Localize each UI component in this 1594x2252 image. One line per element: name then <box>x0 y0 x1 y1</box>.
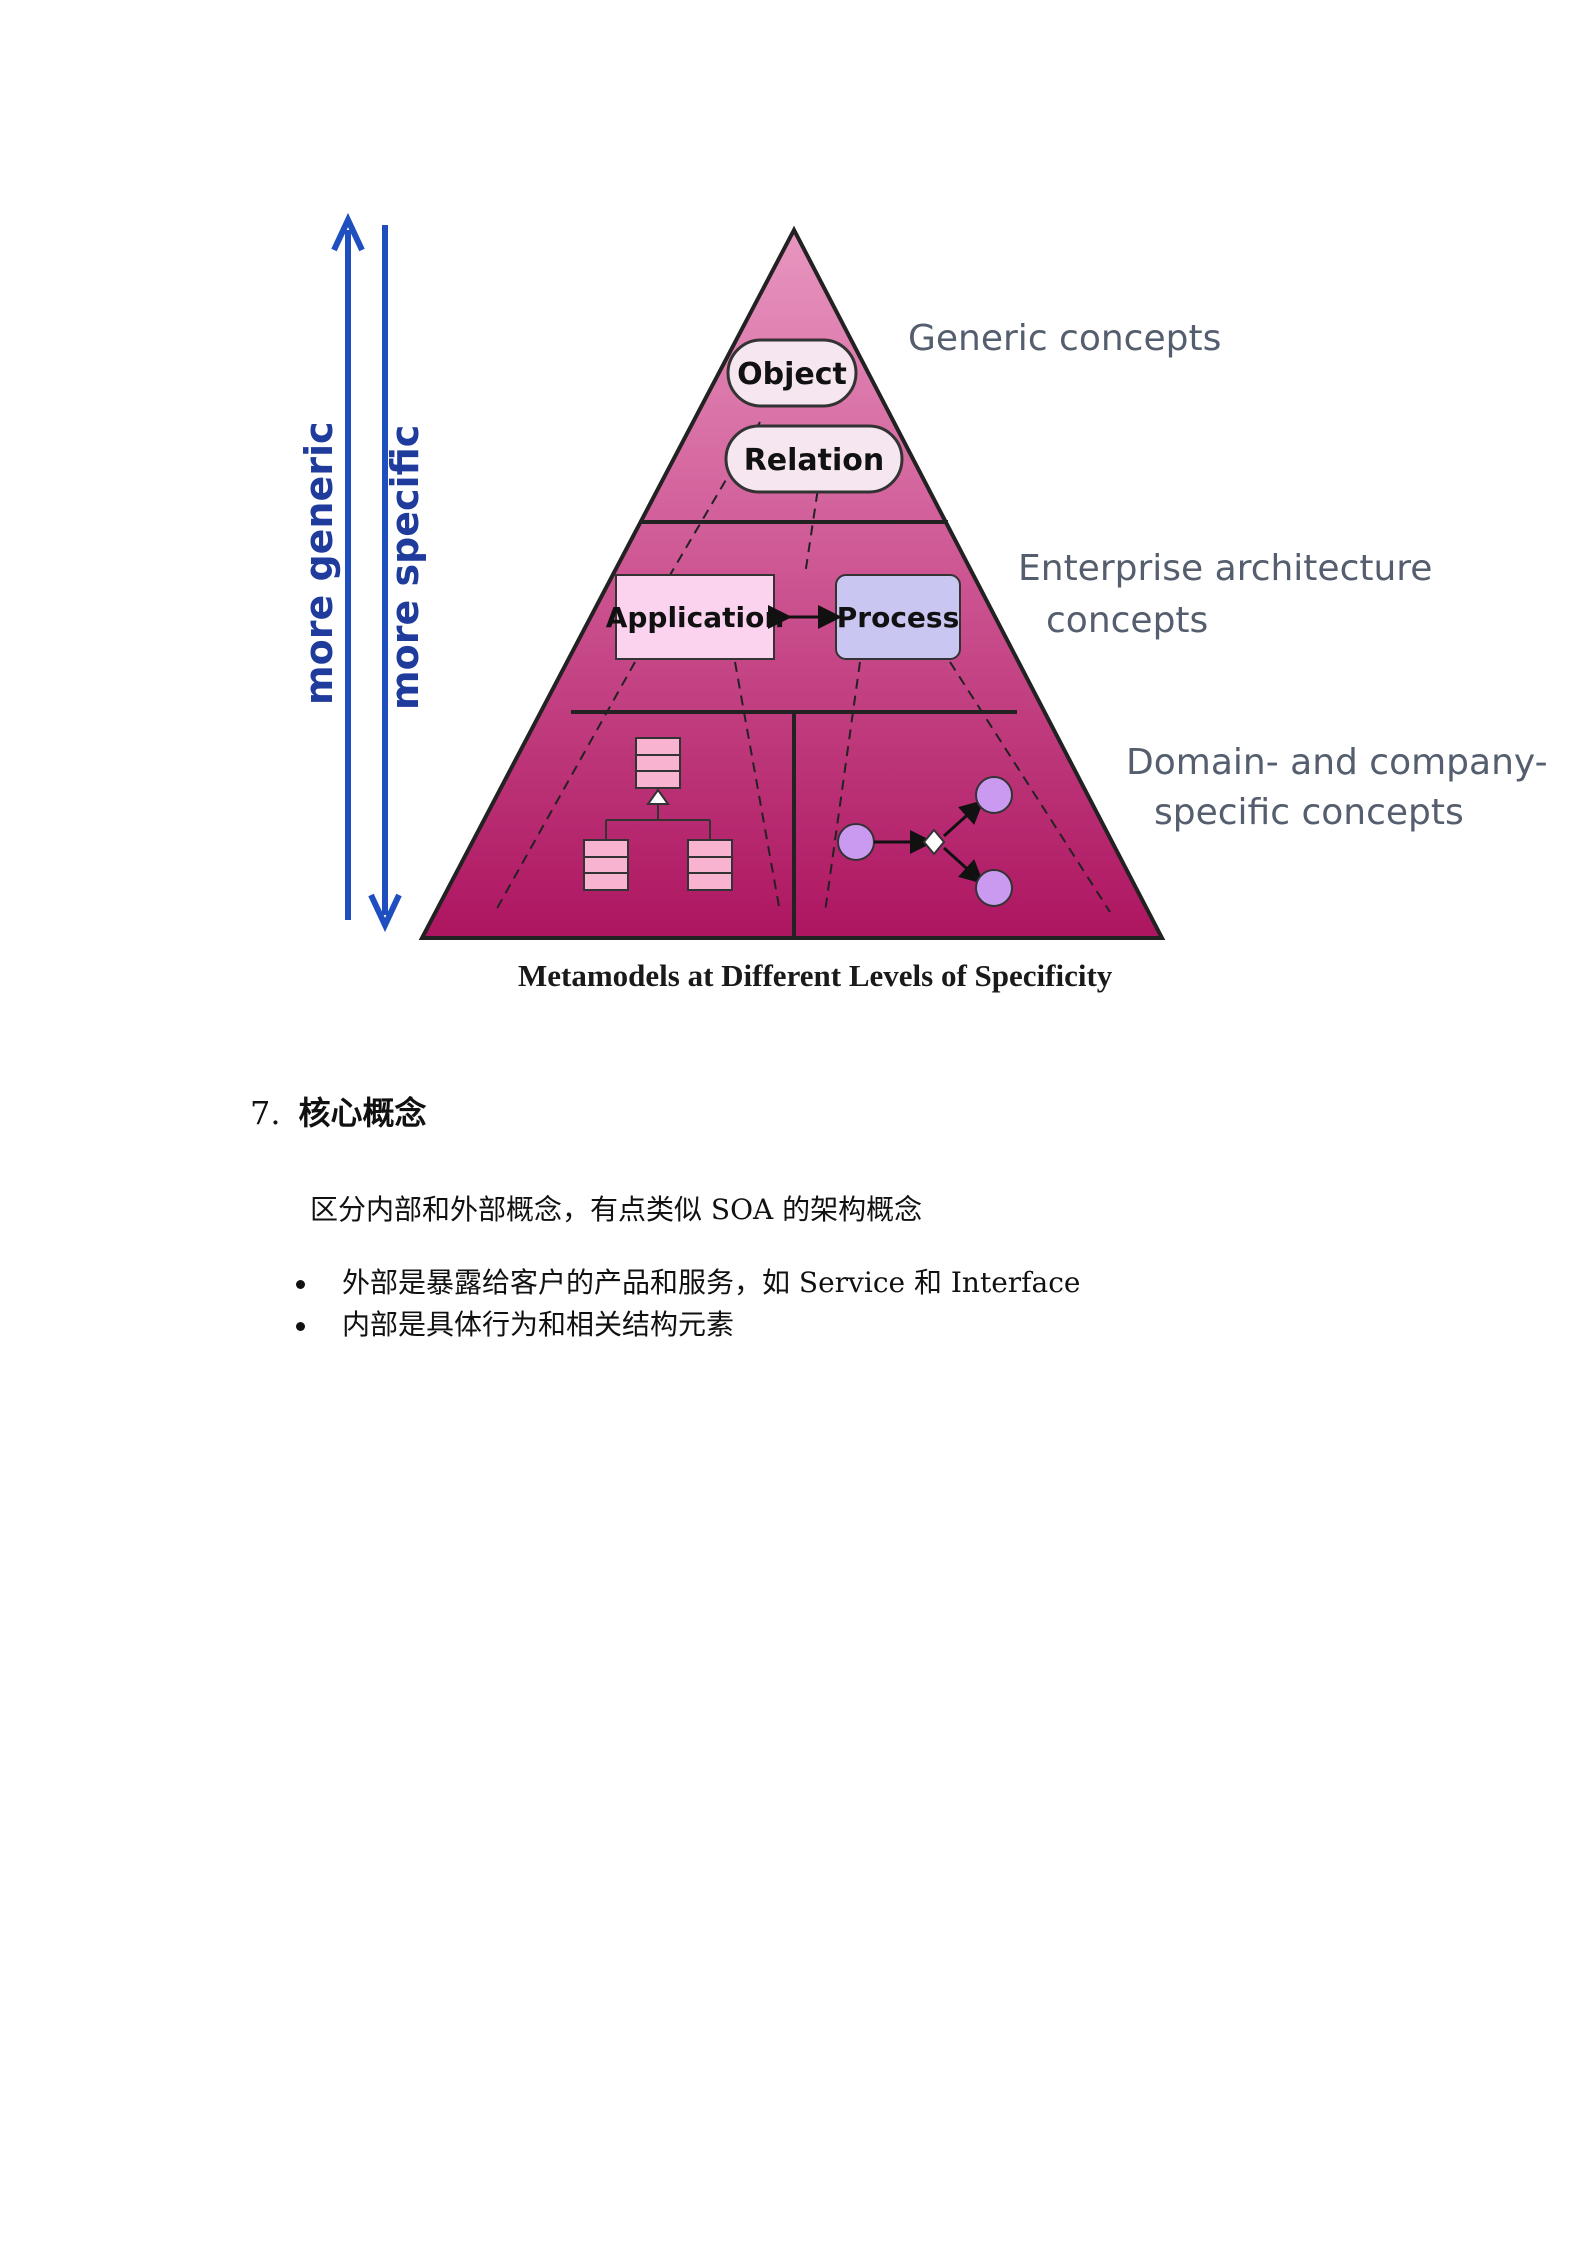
pyramid <box>418 225 1166 940</box>
object-label: Object <box>737 357 847 392</box>
bullet-dot <box>296 1280 305 1289</box>
list-item-text: 外部是暴露给客户的产品和服务，如 Service 和 Interface <box>342 1266 1081 1299</box>
relation-label: Relation <box>744 443 885 478</box>
enterprise-concepts-label-line1: Enterprise architecture <box>1018 548 1432 589</box>
bullet-list: 外部是暴露给客户的产品和服务，如 Service 和 Interface 内部是… <box>290 1262 1080 1346</box>
application-node: Application <box>606 574 785 660</box>
list-item: 外部是暴露给客户的产品和服务，如 Service 和 Interface <box>290 1262 1080 1304</box>
more-generic-arrow <box>331 212 365 920</box>
section-paragraph: 区分内部和外部概念，有点类似 SOA 的架构概念 <box>310 1193 923 1226</box>
bullet-dot <box>296 1322 305 1331</box>
figure-caption-text: Metamodels at Different Levels of Specif… <box>518 958 1113 993</box>
application-label: Application <box>606 601 785 634</box>
more-specific-arrow <box>368 225 402 933</box>
process-node: Process <box>835 574 961 660</box>
process-flow-icon <box>837 776 1013 907</box>
more-generic-label: more generic <box>297 421 341 705</box>
dashed-guides <box>494 421 1111 913</box>
section-number: 7. <box>250 1094 281 1132</box>
metamodel-pyramid-figure: more generic more specific Object Relati… <box>297 212 1548 940</box>
relation-node: Relation <box>724 424 904 494</box>
list-item: 内部是具体行为和相关结构元素 <box>290 1304 1080 1346</box>
class-diagram-icon <box>583 737 733 891</box>
section-title: 核心概念 <box>298 1094 427 1132</box>
more-specific-label: more specific <box>383 425 427 710</box>
domain-concepts-label-line1: Domain- and company- <box>1126 742 1548 783</box>
list-item-text: 内部是具体行为和相关结构元素 <box>342 1308 735 1341</box>
generic-concepts-label: Generic concepts <box>908 318 1221 359</box>
enterprise-concepts-label-line2: concepts <box>1046 600 1208 641</box>
domain-concepts-label-line2: specific concepts <box>1154 792 1464 833</box>
process-label: Process <box>837 601 960 634</box>
section-heading: 7. 核心概念 <box>250 1088 427 1134</box>
object-node: Object <box>726 338 858 408</box>
